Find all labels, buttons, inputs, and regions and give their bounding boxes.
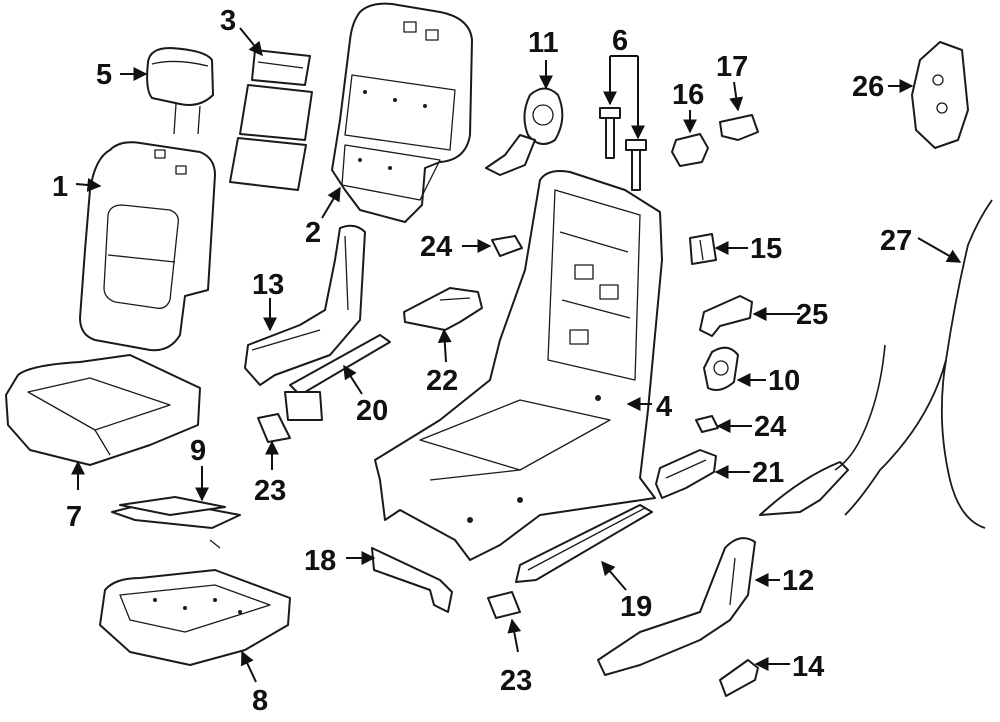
part-14-trim-cover <box>719 659 759 697</box>
callout-4: 4 <box>656 391 672 423</box>
callout-12: 12 <box>782 565 814 597</box>
part-10-recliner-cover <box>703 346 739 391</box>
callout-23-lower: 23 <box>500 665 532 697</box>
part-23-brace-lower <box>487 591 521 619</box>
part-8-cushion-frame <box>99 569 291 666</box>
part-1-seatback-cover <box>79 141 216 352</box>
part-20-rail-cover <box>284 334 391 421</box>
callout-27: 27 <box>880 225 912 257</box>
part-13-side-shield <box>244 224 366 386</box>
part-24-clip-lower <box>695 415 719 433</box>
part-23-brace-upper <box>257 413 291 443</box>
part-19-seat-rail <box>515 504 653 583</box>
callout-14: 14 <box>792 651 824 683</box>
part-3-back-pads <box>229 49 313 191</box>
callout-15: 15 <box>750 233 782 265</box>
part-6-bolts <box>599 107 647 191</box>
callout-10: 10 <box>768 365 800 397</box>
part-7-cushion-cover <box>5 354 201 466</box>
callout-6: 6 <box>612 25 628 57</box>
callout-5: 5 <box>96 59 112 91</box>
callout-16: 16 <box>672 79 704 111</box>
callout-18: 18 <box>304 545 336 577</box>
callout-24-lower: 24 <box>754 411 786 443</box>
part-17-bracket <box>719 114 759 141</box>
callout-20: 20 <box>356 395 388 427</box>
part-5-headrest <box>146 47 214 135</box>
callout-26: 26 <box>852 71 884 103</box>
callout-13: 13 <box>252 269 284 301</box>
callout-24-upper: 24 <box>420 231 452 263</box>
part-27-release-cable <box>759 199 993 529</box>
part-25-bracket <box>699 295 753 337</box>
callout-11: 11 <box>528 27 559 59</box>
callout-3: 3 <box>220 5 236 37</box>
part-9-heater-mats <box>111 496 241 549</box>
callout-22: 22 <box>426 365 458 397</box>
part-4-seat-frame <box>374 170 663 561</box>
callout-25: 25 <box>796 299 828 331</box>
part-18-plate <box>371 547 453 613</box>
callout-17: 17 <box>716 51 748 83</box>
callout-19: 19 <box>620 591 652 623</box>
callout-7: 7 <box>66 501 82 533</box>
part-26-side-bracket <box>911 41 969 149</box>
part-22-bracket <box>403 287 483 331</box>
part-2-seatback-frame <box>331 2 473 223</box>
callout-2: 2 <box>305 217 321 249</box>
part-15-switch <box>689 233 717 265</box>
callout-1: 1 <box>52 171 68 203</box>
callout-8: 8 <box>252 685 268 717</box>
callout-9: 9 <box>190 435 206 467</box>
part-12-side-shield <box>597 537 756 676</box>
part-11-recliner <box>485 87 564 176</box>
part-21-side-cover <box>655 449 717 499</box>
part-24-clip-upper <box>491 235 523 257</box>
callout-23-upper: 23 <box>254 475 286 507</box>
leader-lines <box>71 27 962 683</box>
callout-21: 21 <box>752 457 784 489</box>
part-16-clip <box>671 133 709 167</box>
